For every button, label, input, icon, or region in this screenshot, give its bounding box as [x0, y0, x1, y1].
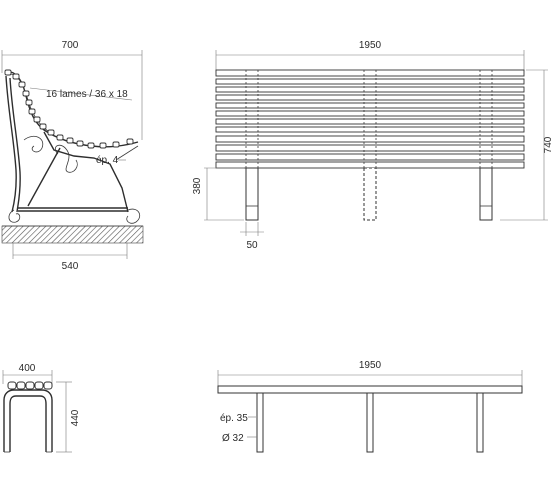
dimension-540: 540	[12, 243, 128, 272]
dimension-50-label: 50	[246, 240, 258, 251]
dimension-700: 700	[1, 40, 143, 140]
dimension-380-label: 380	[192, 177, 203, 194]
dimension-380: 380	[192, 167, 244, 221]
top-thickness-label: ép. 35	[220, 413, 248, 424]
dimension-50: 50	[240, 222, 264, 251]
dimension-1950-top: 1950	[215, 40, 525, 72]
front-frame-uprights	[245, 70, 493, 168]
ground-hatch	[1, 225, 144, 244]
leg-diameter-label: Ø 32	[222, 433, 244, 444]
slat-profile	[4, 69, 139, 149]
front-slats	[215, 69, 525, 169]
dimension-400: 400	[2, 363, 53, 384]
cast-iron-frame	[5, 75, 141, 224]
dimension-740: 740	[500, 69, 554, 221]
dimension-700-label: 700	[62, 40, 79, 51]
bench-front-view: 1950	[192, 40, 554, 251]
stool-legs	[256, 392, 484, 453]
front-legs	[245, 167, 493, 221]
dimension-440-label: 440	[70, 409, 81, 426]
dimension-1950-bottom-label: 1950	[359, 360, 382, 371]
stool-side-view: 400 440	[2, 363, 81, 453]
stool-slats	[7, 381, 53, 390]
stool-front-view: 1950 ép. 35 Ø 32	[217, 360, 523, 453]
slats-leader	[29, 87, 133, 101]
stool-top	[217, 385, 523, 394]
dimension-440: 440	[56, 381, 81, 453]
bench-side-view: 700	[1, 40, 144, 272]
dimension-740-label: 740	[543, 136, 554, 153]
dimension-400-label: 400	[19, 363, 36, 374]
dimension-1950-bottom: 1950	[217, 360, 523, 386]
slats-note: 16 lames / 36 x 18	[46, 89, 128, 100]
frame-thickness-label: ép. 4	[96, 155, 119, 166]
dimension-540-label: 540	[62, 261, 79, 272]
dimension-1950-label: 1950	[359, 40, 382, 51]
